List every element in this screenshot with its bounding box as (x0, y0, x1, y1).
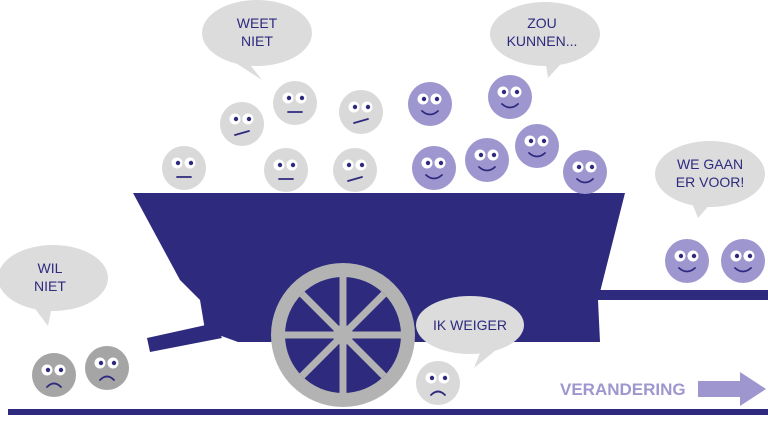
face-skew-icon (333, 148, 377, 192)
bubble-zou-kunnen-line2: KUNNEN... (507, 33, 578, 49)
bubble-we-gaan-er-voor: WE GAAN ER VOOR! (655, 141, 765, 218)
ground-line (8, 409, 768, 415)
face-skew-icon (339, 90, 383, 134)
bubble-wil-niet-line1: WIL (38, 260, 63, 276)
bubble-zou-kunnen: ZOU KUNNEN... (490, 2, 600, 78)
face-smile-icon (665, 239, 709, 283)
face-frown-icon (416, 361, 460, 405)
face-smile-icon (721, 239, 765, 283)
cart-handle (147, 323, 222, 352)
bubble-ik-weiger: IK WEIGER (416, 296, 524, 368)
bubble-weet-niet-line2: NIET (241, 33, 273, 49)
face-frown-icon (85, 346, 129, 390)
face-smile-icon (563, 150, 607, 194)
face-frown-icon (32, 353, 76, 397)
face-smile-icon (412, 146, 456, 190)
arrow-label: VERANDERING (560, 380, 686, 399)
face-smile-icon (488, 75, 532, 119)
face-skew-icon (220, 102, 264, 146)
faces-group (32, 75, 765, 405)
cart-wheel (271, 263, 415, 407)
face-smile-icon (515, 124, 559, 168)
bubble-zou-kunnen-line1: ZOU (527, 15, 557, 31)
cart-rail (598, 290, 768, 300)
face-flat-icon (162, 146, 206, 190)
bubble-wil-niet: WIL NIET (0, 245, 108, 326)
bubble-ik-weiger-line1: IK WEIGER (433, 317, 507, 333)
face-smile-icon (465, 138, 509, 182)
bubble-we-gaan-line2: ER VOOR! (676, 174, 744, 190)
bubble-weet-niet-line1: WEET (237, 15, 278, 31)
bubble-wil-niet-line2: NIET (34, 278, 66, 294)
face-flat-icon (273, 81, 317, 125)
face-smile-icon (408, 82, 452, 126)
bubble-we-gaan-line1: WE GAAN (677, 156, 743, 172)
right-arrow-icon (698, 372, 766, 406)
face-flat-icon (264, 148, 308, 192)
bubble-weet-niet: WEET NIET (202, 0, 312, 80)
